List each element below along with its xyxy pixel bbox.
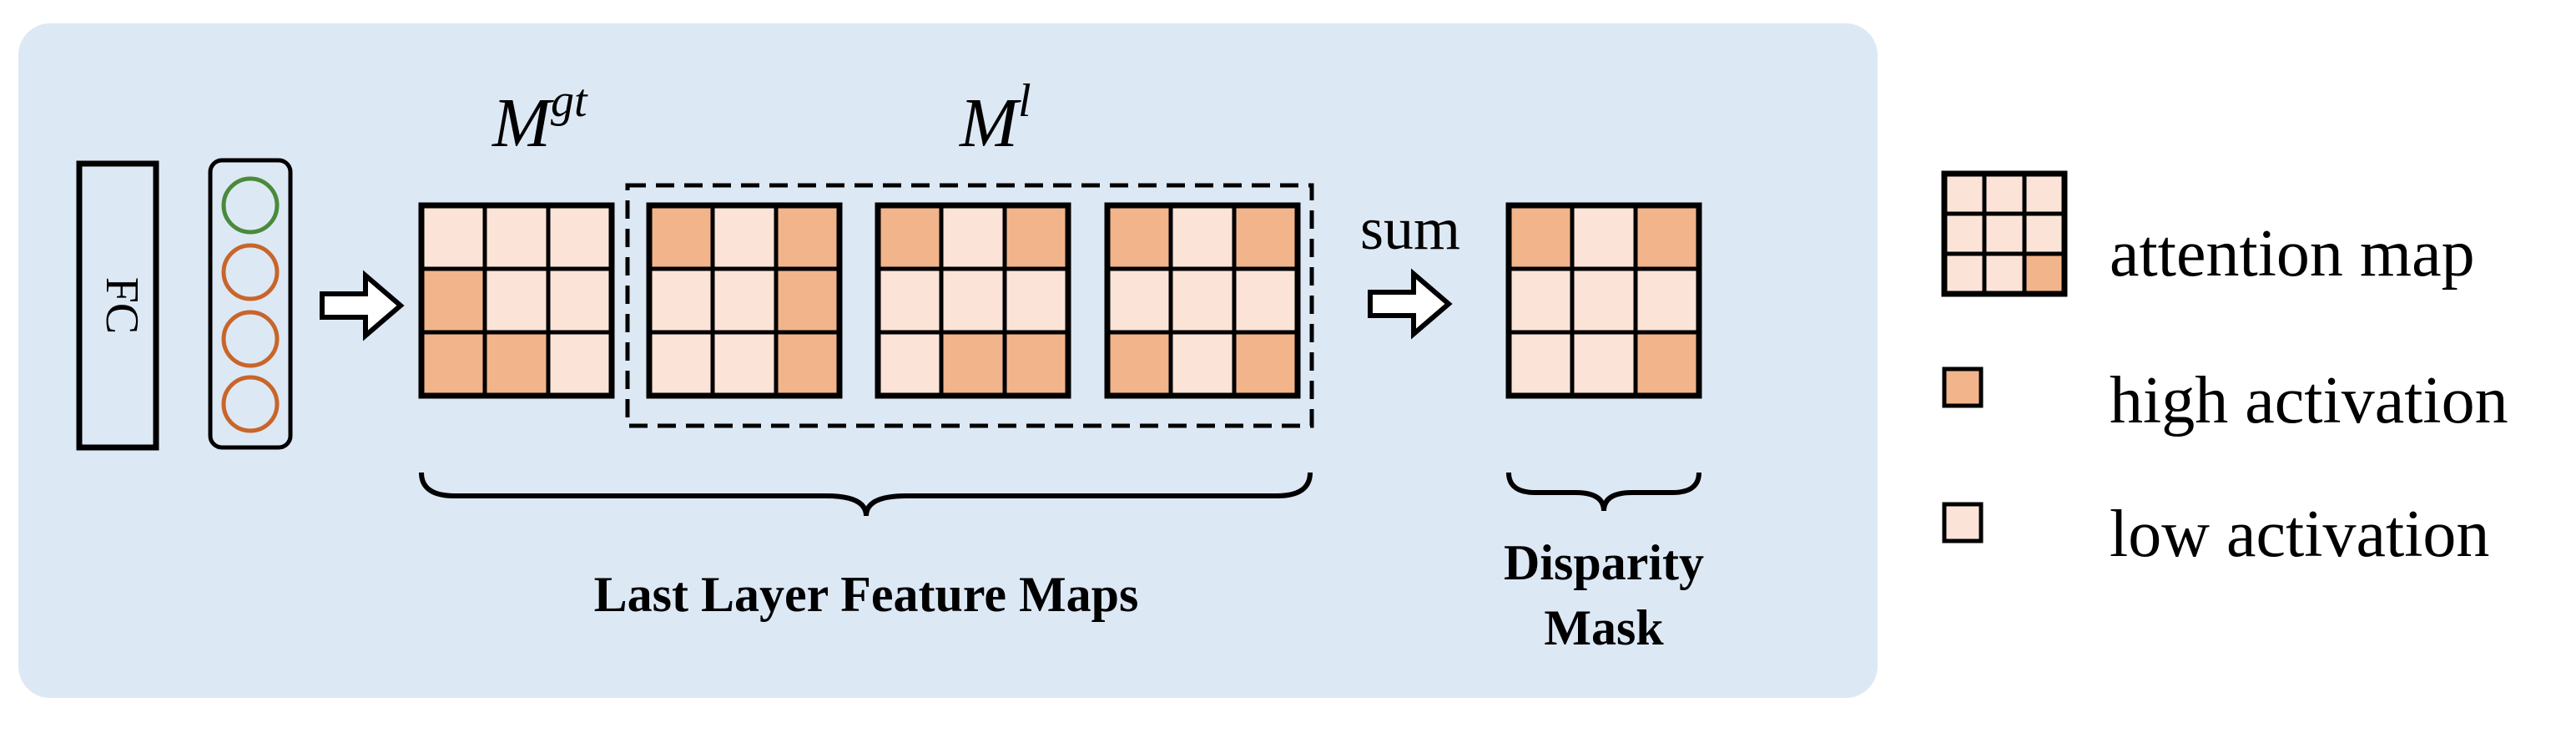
cell-low bbox=[2022, 211, 2067, 256]
legend-high-swatch bbox=[1942, 366, 1984, 408]
cell-high bbox=[1105, 203, 1173, 271]
cell-low bbox=[1570, 266, 1638, 335]
fc-layer-box bbox=[76, 160, 159, 451]
cell-high bbox=[939, 330, 1007, 398]
cell-low bbox=[1168, 330, 1237, 398]
cell-low bbox=[1982, 211, 2027, 256]
ml-grid-3-border bbox=[1104, 202, 1301, 399]
disparity-mask-grid bbox=[1505, 202, 1702, 399]
legend-high-label: high activation bbox=[2110, 364, 2508, 437]
cell-low bbox=[875, 330, 944, 398]
cell-low bbox=[1506, 330, 1575, 398]
cell-high bbox=[774, 330, 842, 398]
cell-low bbox=[419, 203, 487, 271]
cell-low bbox=[1002, 266, 1071, 335]
ml-grid-1-border bbox=[646, 202, 843, 399]
mgt-grid-border bbox=[418, 202, 615, 399]
legend-attention-grid bbox=[1941, 170, 2068, 297]
fc-label: FC bbox=[96, 277, 148, 335]
feature-maps-label: Last Layer Feature Maps bbox=[594, 567, 1139, 622]
cell-low bbox=[1506, 266, 1575, 335]
neuron-orange bbox=[221, 243, 280, 301]
sum-label: sum bbox=[1360, 195, 1460, 262]
cell-high bbox=[875, 203, 944, 271]
cell-high bbox=[647, 203, 715, 271]
cell-high bbox=[1105, 330, 1173, 398]
cell-high bbox=[1232, 203, 1300, 271]
legend: attention map high activation low activa… bbox=[1942, 217, 2508, 571]
neuron-column-box bbox=[208, 158, 293, 450]
cell-low bbox=[1942, 251, 1987, 296]
cell-low bbox=[710, 330, 779, 398]
cell-low bbox=[546, 330, 614, 398]
cell-low bbox=[1570, 203, 1638, 271]
legend-low-swatch bbox=[1942, 502, 1984, 543]
arrow-right-icon bbox=[320, 270, 405, 341]
disparity-mask-brace bbox=[1506, 472, 1701, 512]
neuron-group bbox=[221, 176, 280, 433]
ml-dashed-box bbox=[625, 183, 1314, 428]
cell-low bbox=[939, 203, 1007, 271]
cell-high bbox=[774, 266, 842, 335]
cell-low bbox=[647, 266, 715, 335]
disparity-mask-grid-border bbox=[1505, 202, 1702, 399]
ml-grid-2-border bbox=[875, 202, 1071, 399]
legend-attention-grid-border bbox=[1941, 170, 2068, 297]
neuron-orange bbox=[221, 310, 280, 368]
cell-low bbox=[875, 266, 944, 335]
cell-low bbox=[1982, 251, 2027, 296]
disparity-label-line1: Disparity bbox=[1504, 535, 1704, 590]
cell-high bbox=[1633, 203, 1701, 271]
cell-low bbox=[710, 266, 779, 335]
cell-low bbox=[1633, 266, 1701, 335]
grid-group bbox=[418, 170, 2068, 399]
cell-high bbox=[1506, 203, 1575, 271]
feature-maps-brace bbox=[419, 472, 1313, 517]
ml-label: Ml bbox=[959, 75, 1031, 162]
cell-low bbox=[482, 203, 551, 271]
ml-grid-3 bbox=[1104, 202, 1301, 399]
cell-low bbox=[1982, 171, 2027, 216]
cell-low bbox=[1942, 211, 1987, 256]
cell-high bbox=[419, 266, 487, 335]
cell-low bbox=[2022, 171, 2067, 216]
cell-high bbox=[774, 203, 842, 271]
mgt-grid bbox=[418, 202, 615, 399]
cell-low bbox=[482, 266, 551, 335]
mgt-label: Mgt bbox=[492, 75, 588, 162]
cell-low bbox=[1168, 266, 1237, 335]
cell-high bbox=[1002, 203, 1071, 271]
cell-high bbox=[1232, 330, 1300, 398]
cell-low bbox=[710, 203, 779, 271]
cell-low bbox=[1232, 266, 1300, 335]
cell-high bbox=[1633, 330, 1701, 398]
sum-arrow-right-icon bbox=[1368, 268, 1453, 340]
cell-low bbox=[1570, 330, 1638, 398]
cell-low bbox=[546, 203, 614, 271]
cell-low bbox=[1105, 266, 1173, 335]
cell-low bbox=[1942, 171, 1987, 216]
cell-high bbox=[482, 330, 551, 398]
cell-high bbox=[1002, 330, 1071, 398]
ml-grid-2 bbox=[875, 202, 1071, 399]
cell-high bbox=[419, 330, 487, 398]
neuron-green bbox=[221, 176, 280, 235]
cell-low bbox=[647, 330, 715, 398]
disparity-label-line2: Mask bbox=[1544, 600, 1664, 655]
legend-attention-label: attention map bbox=[2110, 217, 2475, 291]
cell-low bbox=[939, 266, 1007, 335]
legend-low-label: low activation bbox=[2110, 498, 2489, 571]
cell-high bbox=[2022, 251, 2067, 296]
cell-low bbox=[1168, 203, 1237, 271]
neuron-orange bbox=[221, 375, 280, 433]
ml-grid-1 bbox=[646, 202, 843, 399]
cell-low bbox=[546, 266, 614, 335]
